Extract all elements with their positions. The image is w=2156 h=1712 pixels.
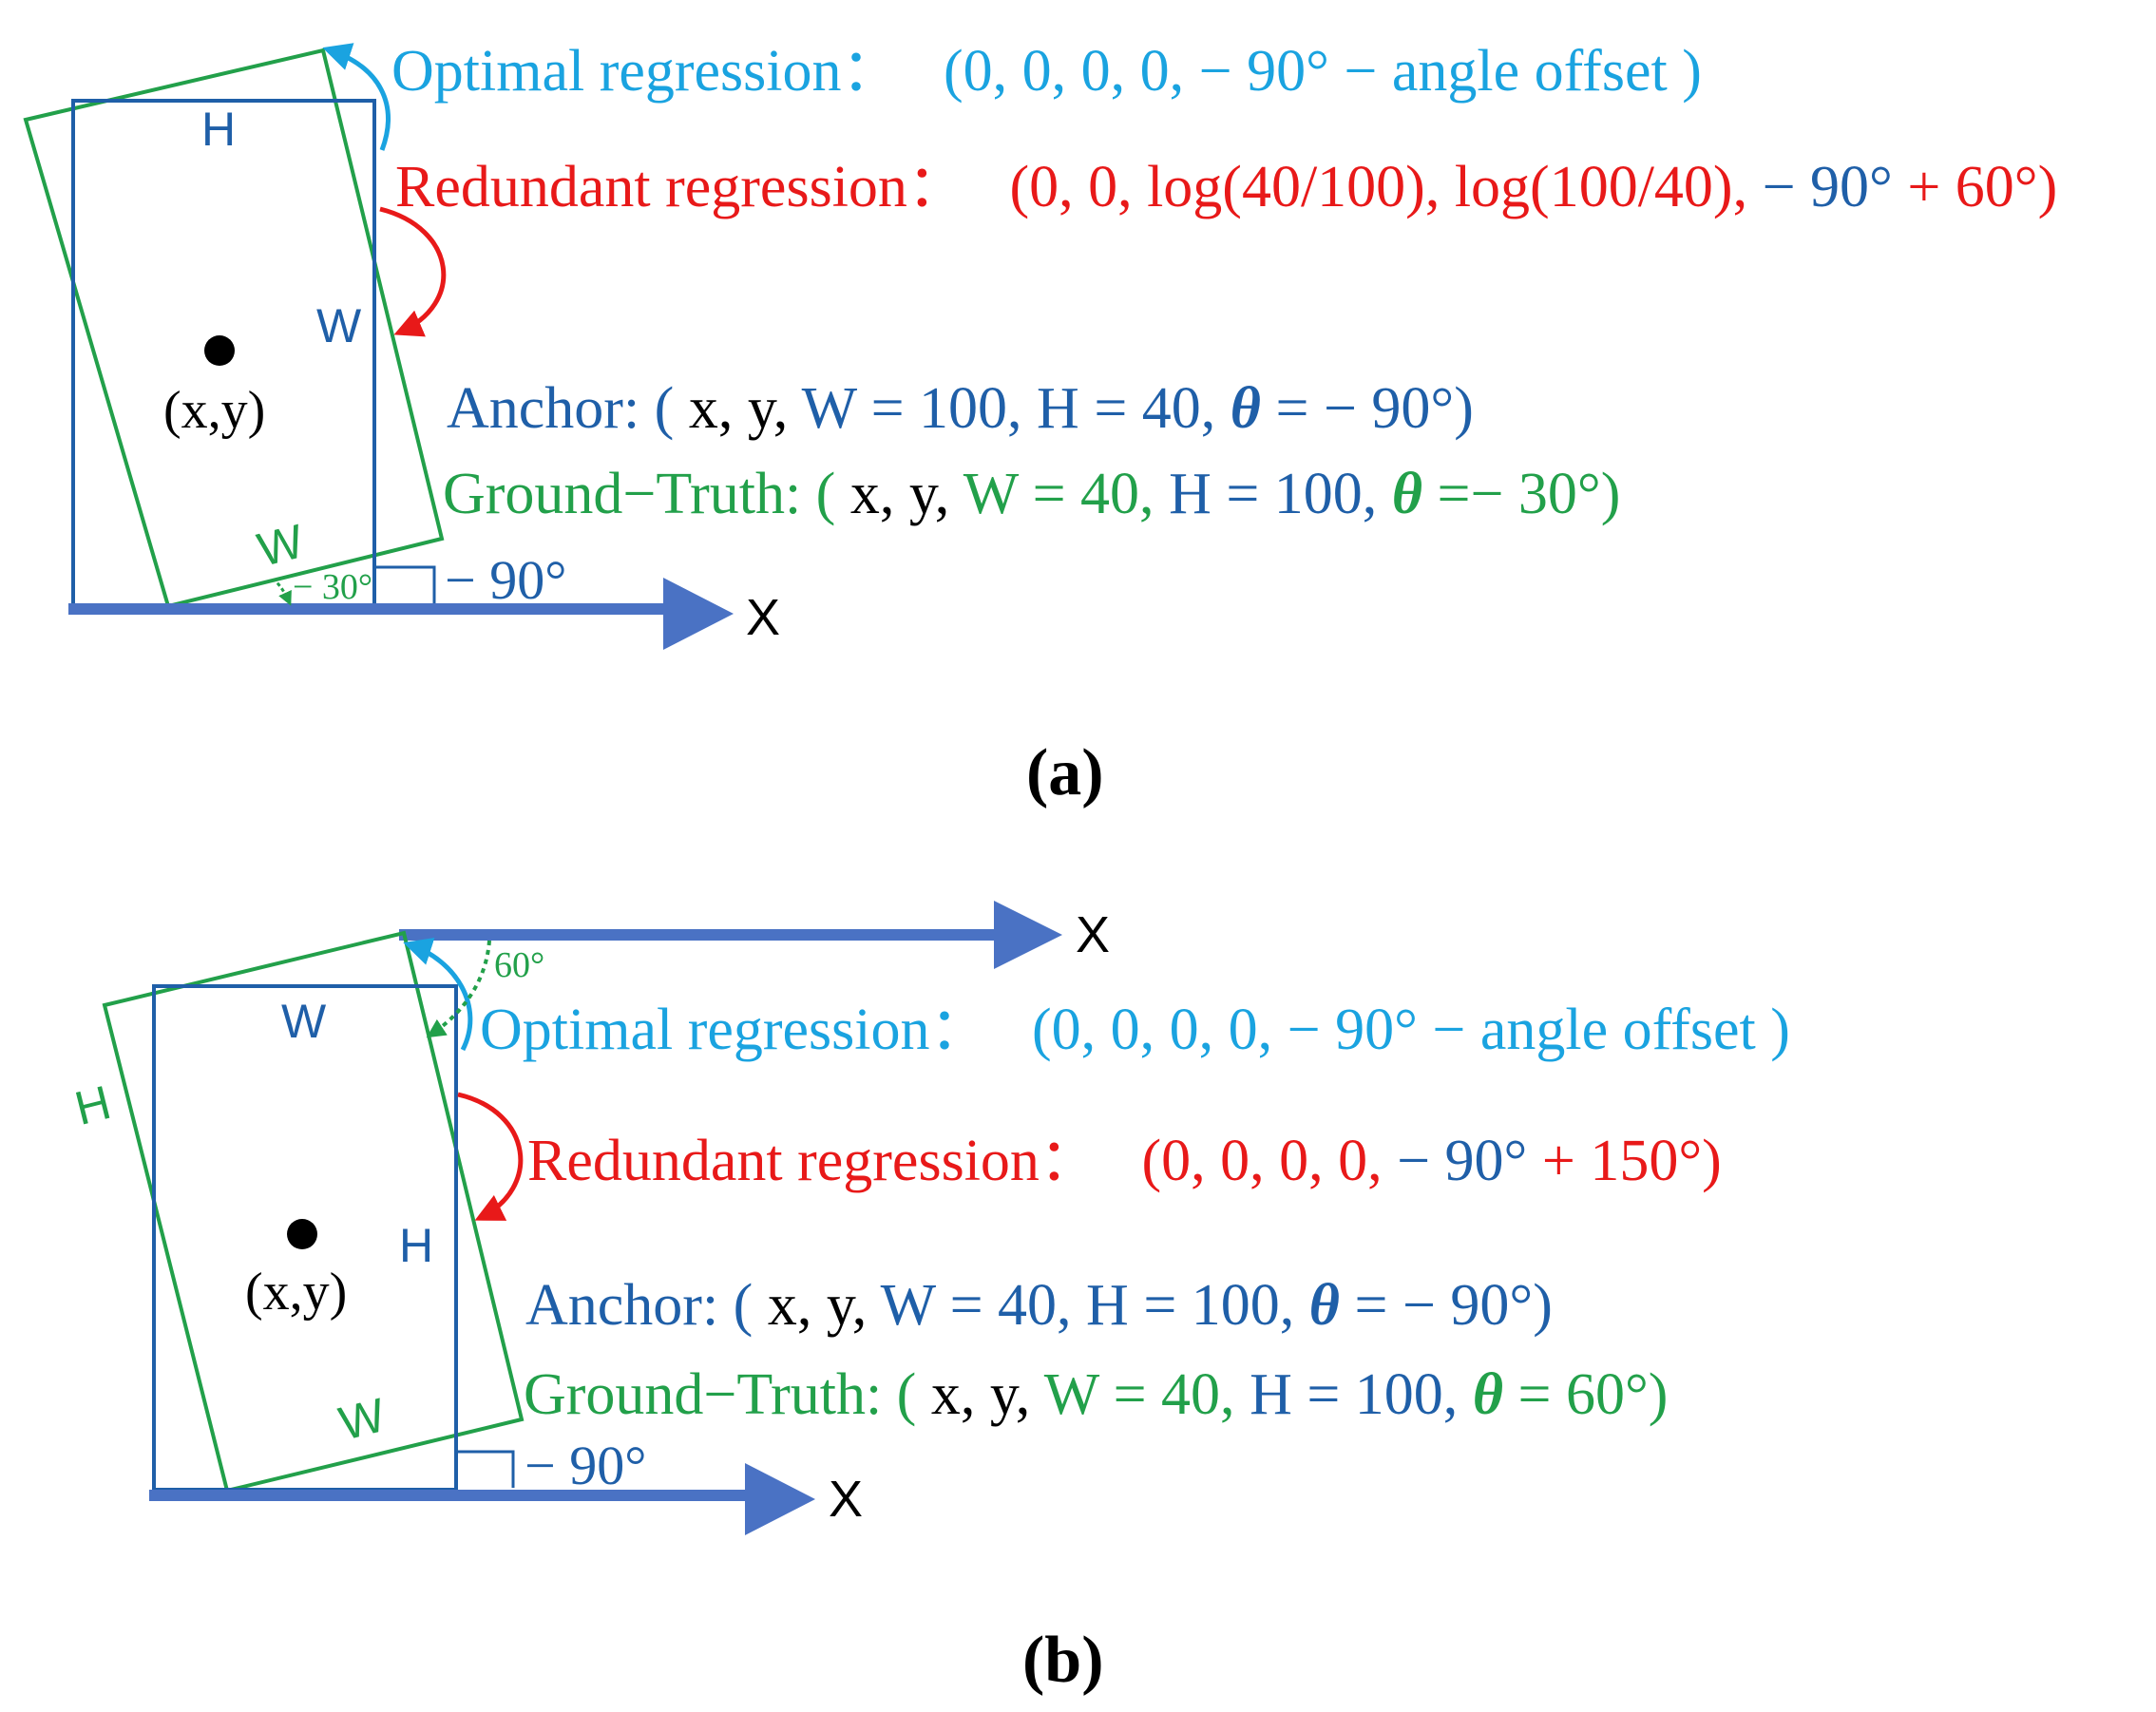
- gt-w-label-b: W: [334, 1388, 391, 1451]
- redundant-value-blue-a: − 90°: [1763, 155, 1893, 219]
- gt-angle-arc-b: [426, 940, 491, 1038]
- anchor-prefix-a: Anchor: (: [447, 376, 674, 441]
- x-axis-arrowhead-bottom-b: [745, 1463, 815, 1535]
- anchor-angle-label-a: − 90°: [445, 549, 566, 611]
- caption-b: (b): [1022, 1624, 1104, 1697]
- anchor-theta-val-a: = − 90°): [1275, 376, 1473, 441]
- optimal-value-a: (0, 0, 0, 0, − 90° − angle offset ): [944, 39, 1702, 104]
- redundant-value-b: (0, 0, 0, 0,: [1141, 1129, 1397, 1193]
- x-axis-label-a: X: [746, 589, 780, 646]
- gt-theta-b: θ: [1473, 1362, 1503, 1427]
- gt-theta-val-b: = 60°): [1518, 1362, 1669, 1427]
- redundant-value-a: (0, 0, log(40/100), log(100/40),: [1009, 155, 1762, 219]
- gt-angle-label-b: 60°: [494, 945, 544, 985]
- x-axis-label-top-b: X: [1076, 906, 1110, 963]
- ground-truth-box-a: [23, 48, 445, 609]
- gt-prefix-b: Ground−Truth: (: [524, 1362, 916, 1427]
- anchor-theta-a: θ: [1231, 376, 1261, 441]
- gt-prefix-a: Ground−Truth: (: [443, 462, 835, 526]
- gt-h-a: H = 100,: [1169, 462, 1392, 526]
- anchor-xy-b: x, y,: [768, 1273, 881, 1338]
- gt-xy-a: x, y,: [850, 462, 964, 526]
- anchor-w-a: W = 100,: [802, 376, 1037, 441]
- redundant-arrow-b: [457, 1092, 524, 1221]
- redundant-arrow-a: [379, 206, 447, 337]
- redundant-label-b: Redundant regression：: [527, 1129, 1098, 1193]
- right-angle-marker-a: [374, 565, 436, 605]
- anchor-h-b: H = 100,: [1086, 1273, 1309, 1338]
- panel-a: H W W (x,y) − 30° − 90° X Optimal regres…: [23, 39, 2057, 809]
- point-label-a: (x,y): [163, 381, 265, 440]
- optimal-label-b: Optimal regression：: [480, 998, 989, 1062]
- anchor-w-label-b: W: [281, 995, 327, 1048]
- point-label-b: (x,y): [245, 1263, 347, 1322]
- optimal-line-a: Optimal regression： (0, 0, 0, 0, − 90° −…: [391, 39, 1702, 104]
- gt-h-b: H = 100,: [1250, 1362, 1473, 1427]
- anchor-theta-val-b: = − 90°): [1354, 1273, 1552, 1338]
- anchor-h-a: H = 40,: [1037, 376, 1231, 441]
- optimal-value-b: (0, 0, 0, 0, − 90° − angle offset ): [1032, 998, 1790, 1062]
- anchor-line-a: Anchor: ( x, y, W = 100, H = 40, θ = − 9…: [447, 376, 1474, 441]
- gt-line-a: Ground−Truth: ( x, y, W = 40, H = 100, θ…: [443, 462, 1620, 526]
- x-axis-arrowhead-a: [663, 578, 734, 650]
- optimal-arrow-b: [403, 938, 473, 1052]
- redundant-label-a: Redundant regression：: [395, 155, 966, 219]
- anchor-h-label-a: H: [201, 103, 236, 156]
- optimal-line-b: Optimal regression： (0, 0, 0, 0, − 90° −…: [480, 998, 1790, 1062]
- x-axis-label-bottom-b: X: [829, 1471, 863, 1528]
- caption-a: (a): [1026, 736, 1104, 809]
- anchor-line-b: Anchor: ( x, y, W = 40, H = 100, θ = − 9…: [525, 1273, 1553, 1338]
- x-axis-arrowhead-top-b: [994, 901, 1062, 969]
- optimal-arrow-a: [322, 43, 391, 151]
- gt-theta-val-a: =− 30°): [1438, 462, 1621, 526]
- gt-line-b: Ground−Truth: ( x, y, W = 40, H = 100, θ…: [524, 1362, 1668, 1427]
- center-point-a: [204, 335, 235, 366]
- center-point-b: [287, 1219, 317, 1249]
- anchor-prefix-b: Anchor: (: [525, 1273, 753, 1338]
- redundant-value-end-a: + 60°): [1907, 155, 2057, 219]
- gt-angle-label-a: − 30°: [293, 567, 372, 607]
- anchor-xy-a: x, y,: [689, 376, 802, 441]
- optimal-label-a: Optimal regression：: [391, 39, 901, 104]
- panel-b: W H H W (x,y) 60° − 90° X X Optimal regr…: [69, 901, 1790, 1697]
- anchor-angle-label-b: − 90°: [525, 1435, 646, 1496]
- anchor-w-label-a: W: [316, 299, 362, 352]
- ground-truth-box-b: [102, 930, 525, 1493]
- anchor-h-label-b: H: [399, 1219, 433, 1272]
- redundant-value-blue-b: − 90°: [1397, 1129, 1527, 1193]
- gt-w-a: W = 40,: [964, 462, 1169, 526]
- gt-theta-a: θ: [1392, 462, 1422, 526]
- redundant-line-a: Redundant regression： (0, 0, log(40/100)…: [395, 155, 2057, 219]
- redundant-line-b: Redundant regression： (0, 0, 0, 0, − 90°…: [527, 1129, 1722, 1193]
- anchor-theta-b: θ: [1309, 1273, 1340, 1338]
- gt-angle-arc-a: [273, 578, 292, 606]
- right-angle-marker-b: [456, 1450, 515, 1488]
- redundant-value-end-b: + 150°): [1542, 1129, 1722, 1193]
- gt-xy-b: x, y,: [931, 1362, 1044, 1427]
- gt-w-b: W = 40,: [1044, 1362, 1250, 1427]
- anchor-w-b: W = 40,: [881, 1273, 1086, 1338]
- gt-h-label-b: H: [69, 1075, 116, 1135]
